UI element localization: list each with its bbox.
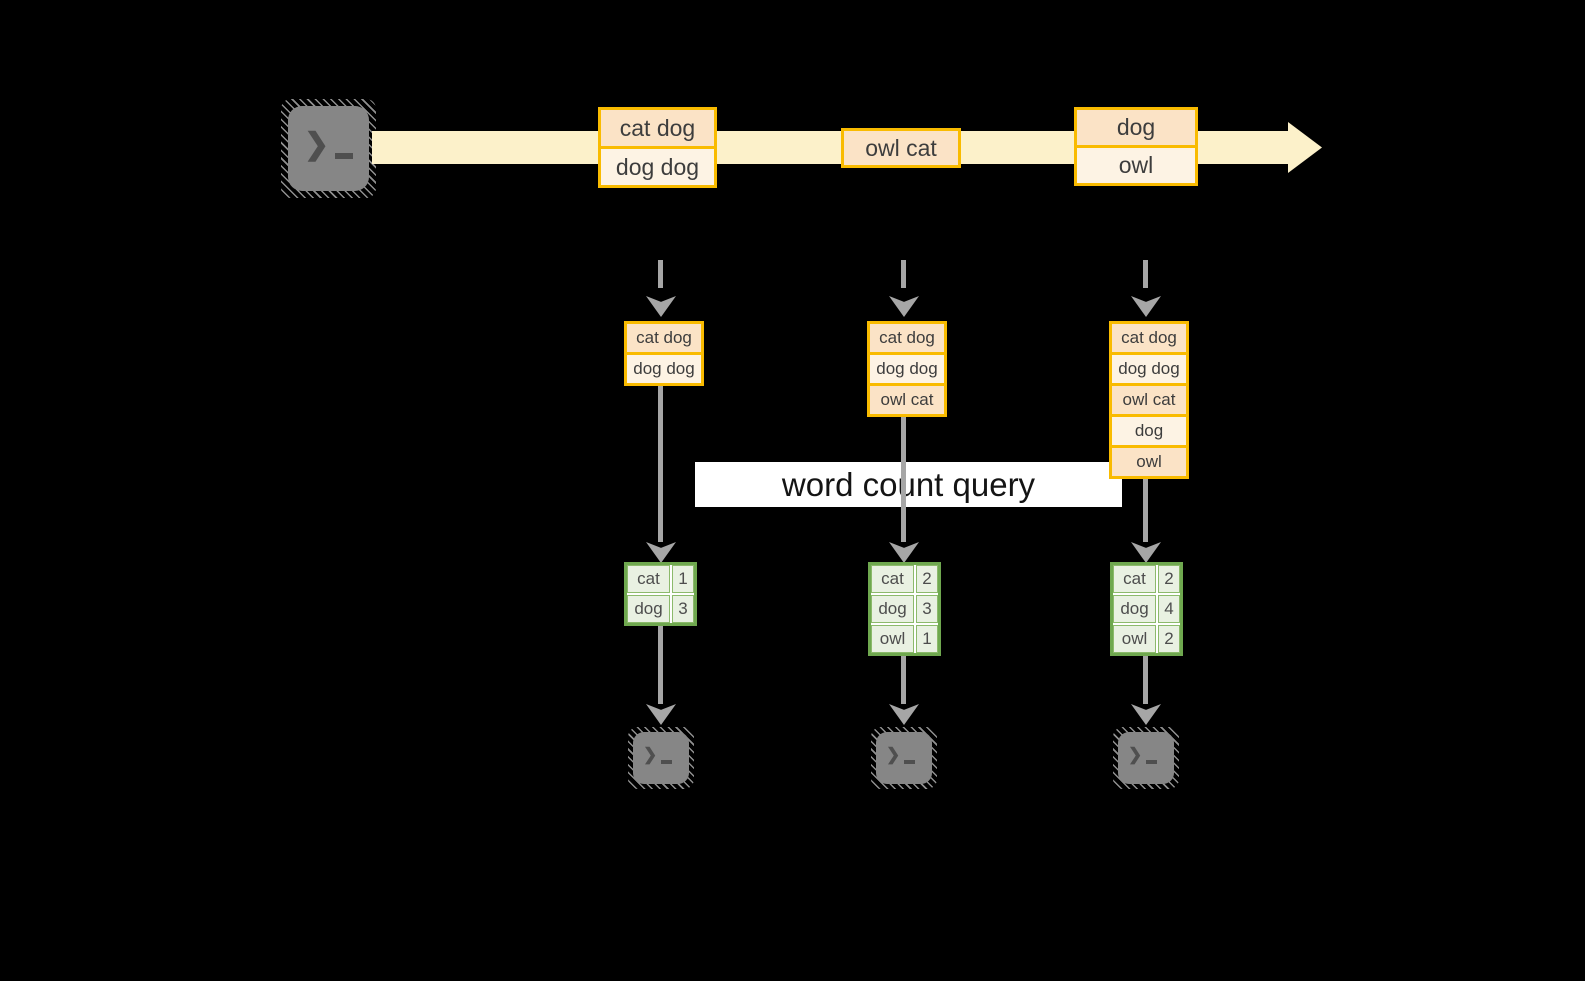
state-row: owl cat — [1112, 383, 1186, 414]
count-cell: 4 — [1158, 595, 1180, 623]
down-arrowhead-icon — [646, 296, 676, 317]
word-cell: dog — [871, 595, 914, 623]
count-cell: 1 — [916, 625, 938, 653]
prompt-underscore-icon — [661, 760, 673, 764]
state-row: cat dog — [870, 324, 944, 352]
result-table-1: cat 1 dog 3 — [624, 562, 697, 626]
prompt-underscore-icon — [335, 152, 354, 159]
count-cell: 2 — [916, 565, 938, 593]
word-cell: dog — [627, 595, 670, 623]
prompt-underscore-icon — [904, 760, 916, 764]
query-arrow-line — [658, 386, 663, 542]
prompt-chevron-icon: ❯ — [304, 128, 330, 161]
stream-batch-3: dog owl — [1074, 107, 1198, 186]
sink-terminal-icon: ❯ — [1113, 727, 1179, 789]
state-row: owl cat — [870, 383, 944, 414]
prompt-chevron-icon: ❯ — [1128, 745, 1143, 764]
terminal-icon: ❯ — [1118, 732, 1174, 784]
prompt-chevron-icon: ❯ — [643, 745, 658, 764]
stream-arrowhead-icon — [1288, 122, 1322, 173]
stream-record: cat dog — [601, 110, 714, 146]
result-table-3: cat 2 dog 4 owl 2 — [1110, 562, 1183, 656]
down-arrowhead-icon — [1131, 296, 1161, 317]
count-cell: 3 — [672, 595, 694, 623]
word-cell: dog — [1113, 595, 1156, 623]
query-arrow-line — [1143, 479, 1148, 542]
word-cell: cat — [627, 565, 670, 593]
result-table-2: cat 2 dog 3 owl 1 — [868, 562, 941, 656]
state-row: cat dog — [627, 324, 701, 352]
stream-record: owl — [1077, 145, 1195, 183]
down-arrowhead-icon — [889, 296, 919, 317]
count-cell: 2 — [1158, 625, 1180, 653]
down-arrowhead-icon — [646, 542, 676, 563]
word-cell: cat — [871, 565, 914, 593]
sink-terminal-icon: ❯ — [871, 727, 937, 789]
dashed-arrow-line — [1143, 260, 1148, 288]
terminal-icon: ❯ — [288, 106, 369, 191]
down-arrowhead-icon — [1131, 542, 1161, 563]
stream-record: dog dog — [601, 146, 714, 185]
state-row: dog dog — [627, 352, 701, 383]
down-arrowhead-icon — [1131, 704, 1161, 725]
down-arrowhead-icon — [889, 542, 919, 563]
output-arrow-line — [901, 656, 906, 704]
word-cell: cat — [1113, 565, 1156, 593]
terminal-icon: ❯ — [876, 732, 932, 784]
dashed-arrow-line — [658, 260, 663, 288]
query-arrow-line — [901, 417, 906, 542]
stream-batch-2: owl cat — [841, 128, 961, 168]
prompt-underscore-icon — [1146, 760, 1158, 764]
down-arrowhead-icon — [889, 704, 919, 725]
count-cell: 3 — [916, 595, 938, 623]
sink-terminal-icon: ❯ — [628, 727, 694, 789]
input-state-stack-1: cat dog dog dog — [624, 321, 704, 386]
word-cell: owl — [871, 625, 914, 653]
down-arrowhead-icon — [646, 704, 676, 725]
count-cell: 1 — [672, 565, 694, 593]
dashed-arrow-line — [901, 260, 906, 288]
state-row: dog — [1112, 414, 1186, 445]
stream-record: dog — [1077, 110, 1195, 145]
word-cell: owl — [1113, 625, 1156, 653]
query-label: word count query — [781, 465, 1036, 503]
stream-record: owl cat — [844, 131, 958, 165]
state-row: cat dog — [1112, 324, 1186, 352]
count-cell: 2 — [1158, 565, 1180, 593]
state-row: owl — [1112, 445, 1186, 476]
output-arrow-line — [1143, 656, 1148, 704]
state-row: dog dog — [1112, 352, 1186, 383]
source-terminal-icon: ❯ — [281, 99, 376, 198]
query-label-band: word count query — [695, 462, 1122, 507]
input-state-stack-2: cat dog dog dog owl cat — [867, 321, 947, 417]
output-arrow-line — [658, 626, 663, 704]
stream-batch-1: cat dog dog dog — [598, 107, 717, 188]
prompt-chevron-icon: ❯ — [886, 745, 901, 764]
terminal-icon: ❯ — [633, 732, 689, 784]
state-row: dog dog — [870, 352, 944, 383]
input-state-stack-3: cat dog dog dog owl cat dog owl — [1109, 321, 1189, 479]
